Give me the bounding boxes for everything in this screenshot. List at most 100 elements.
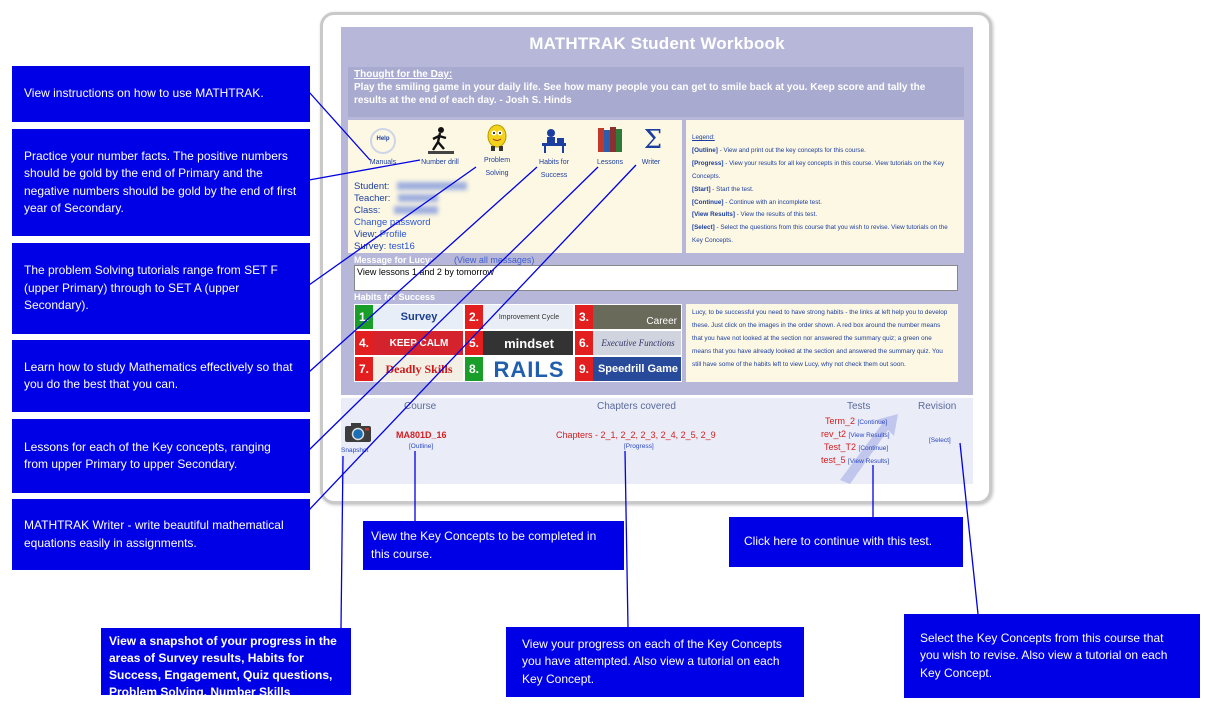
habit-title: Deadly Skills	[385, 361, 453, 376]
habit-tile[interactable]: 6.Executive Functions	[574, 330, 682, 356]
test-row: test_5 [View Results]	[821, 455, 889, 465]
tool-label: Writer	[641, 159, 661, 166]
habit-tile[interactable]: 8.RAILS	[464, 356, 574, 382]
habit-number: 2.	[465, 305, 483, 329]
habit-tile[interactable]: 3.Career	[574, 304, 682, 330]
habit-title: Speedrill Game	[597, 362, 679, 375]
legend-item: [View Results] - View the results of thi…	[692, 209, 958, 222]
tool-habits[interactable]: Habits for Success	[534, 124, 574, 182]
legend-key: [Continue]	[692, 198, 724, 206]
legend-text: - View and print out the key concepts fo…	[717, 146, 866, 154]
habit-title: Improvement Cycle	[498, 313, 560, 321]
page-title: MATHTRAK Student Workbook	[529, 34, 785, 53]
test-name: Term_2	[825, 416, 856, 426]
test-action-link[interactable]: [View Results]	[848, 458, 890, 465]
student-desk-icon	[537, 124, 571, 156]
habit-title: RAILS	[493, 356, 565, 382]
student-info: Student: Teacher: Class: Change password…	[354, 181, 468, 253]
legend-key: [Select]	[692, 224, 715, 232]
tool-label: Habits for	[539, 159, 569, 166]
legend-text: - Select the questions from this course …	[692, 224, 948, 245]
test-name: test_5	[821, 455, 846, 465]
callout-habits: Learn how to study Mathematics effective…	[12, 340, 310, 412]
legend-item: [Continue] - Continue with an incomplete…	[692, 197, 958, 210]
legend-text: - Start the test.	[710, 185, 754, 193]
tool-number-drill[interactable]: Number drill	[418, 124, 462, 169]
change-password-link[interactable]: Change password	[354, 217, 431, 228]
habit-number: 9.	[575, 357, 593, 381]
tool-problem-solving[interactable]: Problem Solving	[478, 122, 516, 180]
sigma-icon: Σ	[643, 124, 663, 155]
callout-problem-solving: The problem Solving tutorials range from…	[12, 243, 310, 334]
habits-description: Lucy, to be successful you need to have …	[686, 304, 958, 382]
legend-text: - View the results of this test.	[734, 211, 818, 219]
progress-link[interactable]: [Progress]	[624, 443, 654, 450]
test-row: rev_t2 [View Results]	[821, 429, 890, 439]
callout-progress: View your progress on each of the Key Co…	[506, 627, 804, 697]
student-name-blurred	[397, 182, 468, 191]
callout-continue: Click here to continue with this test.	[729, 517, 963, 567]
class-name-blurred	[394, 206, 439, 215]
callout-writer: MATHTRAK Writer - write beautiful mathem…	[12, 499, 310, 570]
legend-key: [Outline]	[692, 146, 718, 154]
revision-select-link[interactable]: [Select]	[929, 437, 951, 444]
books-icon	[594, 124, 628, 156]
class-label: Class:	[354, 205, 381, 216]
habit-tile[interactable]: 7.Deadly Skills	[354, 356, 464, 382]
tool-label: Manuals	[369, 159, 397, 166]
thought-for-the-day: Thought for the Day: Play the smiling ga…	[348, 67, 964, 117]
svg-text:Help: Help	[376, 136, 389, 142]
profile-link[interactable]: Profile	[379, 229, 407, 240]
tool-label-2: Solving	[485, 170, 509, 177]
habit-number: 3.	[575, 305, 593, 329]
habit-tile[interactable]: 2. Improvement Cycle	[464, 304, 574, 330]
message-bar: Message for Lucy: (View all messages)	[348, 255, 964, 265]
student-label: Student:	[354, 181, 390, 192]
test-action-link[interactable]: [Continue]	[858, 445, 889, 452]
legend-text: - View your results for all key concepts…	[692, 159, 945, 180]
habit-number: 6.	[575, 331, 593, 355]
course-table	[341, 398, 973, 484]
legend-item: [Select] - Select the questions from thi…	[692, 222, 958, 248]
habit-number: 5.	[465, 331, 483, 355]
callout-snapshot: View a snapshot of your progress in the …	[101, 628, 351, 699]
survey-link[interactable]: test16	[388, 241, 415, 252]
legend-item: [Progress] - View your results for all k…	[692, 158, 958, 184]
legend-title: Legend:	[692, 134, 715, 141]
tests-header: Tests	[847, 401, 871, 412]
mascot-icon	[480, 122, 514, 154]
tool-lessons[interactable]: Lessons	[594, 124, 626, 169]
chapters-covered: Chapters - 2_1, 2_2, 2_3, 2_4, 2_5, 2_9	[556, 430, 716, 440]
runner-icon	[423, 124, 457, 156]
habit-title: mindset	[504, 335, 554, 351]
tool-writer[interactable]: Σ Writer	[636, 124, 666, 169]
habit-tile[interactable]: 9. Speedrill Game	[574, 356, 682, 382]
test-action-link[interactable]: [View Results]	[848, 432, 890, 439]
test-name: Test_T2	[824, 442, 857, 452]
tool-manuals[interactable]: Help Manuals	[364, 124, 402, 169]
camera-icon[interactable]	[344, 421, 372, 443]
habit-number: 1.	[355, 305, 373, 329]
legend-text: - Continue with an incomplete test.	[723, 198, 822, 206]
snapshot-link[interactable]: Snapshot	[341, 447, 369, 454]
thought-label: Thought for the Day:	[354, 69, 453, 80]
survey-label: Survey:	[354, 241, 387, 252]
tool-label: Problem	[483, 157, 511, 164]
outline-link[interactable]: [Outline]	[409, 443, 434, 450]
revision-header: Revision	[918, 401, 957, 412]
legend-item: [Outline] - View and print out the key c…	[692, 145, 958, 158]
help-icon: Help	[366, 124, 400, 156]
course-code: MA801D_16	[396, 430, 447, 440]
callout-manuals: View instructions on how to use MATHTRAK…	[12, 66, 310, 122]
habit-number: 4.	[355, 331, 373, 355]
test-name: rev_t2	[821, 429, 847, 439]
view-all-messages-link[interactable]: (View all messages)	[454, 255, 535, 265]
tool-label-2: Success	[540, 172, 568, 179]
legend-key: [Start]	[692, 185, 711, 193]
test-action-link[interactable]: [Continue]	[857, 419, 888, 426]
habits-label: Habits for Success	[354, 292, 436, 302]
legend-key: [View Results]	[692, 211, 735, 219]
habit-tile[interactable]: 5. mindset	[464, 330, 574, 356]
teacher-label: Teacher:	[354, 193, 391, 204]
